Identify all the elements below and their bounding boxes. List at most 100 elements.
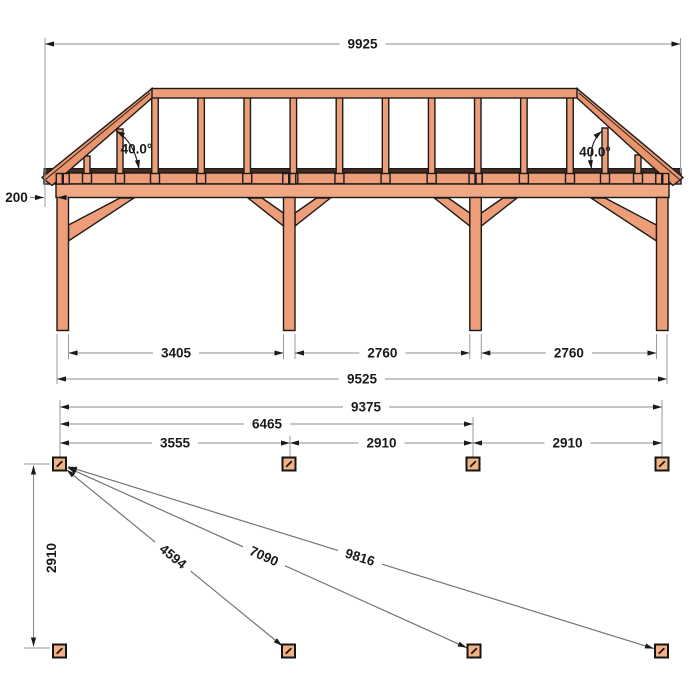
label-bg	[335, 543, 385, 572]
label-bg	[359, 345, 406, 361]
stud-connector-block	[518, 172, 530, 185]
knee-brace	[588, 197, 658, 243]
stud	[197, 96, 206, 175]
stud-connector-block	[380, 172, 391, 185]
post-marker-anchor-icon	[658, 460, 666, 468]
top-chord	[150, 87, 579, 99]
right-rafter-fascia-line	[578, 92, 680, 180]
wall-plate	[43, 172, 682, 185]
stud-connector-block	[114, 172, 126, 185]
knee-brace	[67, 197, 137, 243]
stud-connector-block	[242, 172, 253, 185]
label-bg	[239, 539, 289, 573]
label-bg	[544, 435, 591, 451]
front-elevation-structure	[40, 86, 685, 332]
diag-long-label-group: 9816	[335, 543, 385, 572]
knee-brace	[432, 197, 471, 228]
post-tenon	[62, 172, 70, 185]
label-bg	[343, 399, 389, 415]
post-tenon	[282, 172, 290, 185]
stud	[566, 96, 574, 175]
post-tenon	[55, 172, 63, 185]
post-tenon	[655, 172, 663, 185]
stud	[381, 96, 390, 175]
diag-short-label-group: 4594	[150, 536, 196, 577]
post-marker-anchor-icon	[470, 647, 478, 655]
foundation-plan: 9375 6465 3555 2910 2910 2910 4594	[24, 399, 670, 659]
diag-middle-label: 7090	[247, 543, 281, 569]
stud-connector-block	[564, 172, 576, 185]
knee-brace	[480, 197, 520, 228]
post-marker-anchor-icon	[658, 647, 665, 655]
knee-braces	[67, 197, 658, 243]
roof-angle-left-label: 40.0°	[121, 142, 153, 157]
post	[56, 196, 70, 332]
stud-connector-block	[81, 172, 93, 185]
stud-connector-block	[195, 172, 207, 185]
dim-col-right-label: 2910	[552, 436, 582, 451]
stud	[243, 96, 252, 175]
plate-connector-blocks	[81, 172, 644, 185]
dim-depth-label-group: 2910	[44, 543, 59, 573]
left-rafter-fascia-line	[45, 92, 151, 180]
short-stud	[83, 155, 91, 175]
angle-arc-left	[115, 130, 140, 170]
posts	[56, 196, 669, 332]
stud	[151, 96, 159, 175]
label-bg	[545, 345, 592, 361]
dim-roof-width-label: 9925	[347, 37, 378, 52]
dim-plan-partial-label: 6465	[252, 417, 283, 432]
stud	[289, 96, 298, 175]
diag-middle-label-group: 7090	[239, 539, 289, 573]
label-bg	[152, 435, 198, 451]
post	[469, 196, 482, 332]
label-bg	[150, 536, 196, 577]
post-tenon	[468, 172, 476, 185]
post-tenon	[475, 172, 483, 185]
stud-connector-block	[149, 172, 161, 185]
post-tenon	[289, 172, 297, 185]
label-bg	[339, 36, 386, 52]
roof-angle-right-label: 40.0°	[579, 145, 611, 160]
stud	[519, 96, 528, 175]
dim-plan-total-label: 9375	[351, 400, 382, 415]
main-beam	[55, 183, 670, 199]
stud	[473, 96, 482, 175]
post-tenon-blocks	[55, 172, 670, 185]
foundation-post-markers	[52, 456, 670, 659]
post	[282, 196, 296, 332]
dim-col-left-label: 3555	[160, 436, 191, 451]
stud	[335, 96, 344, 175]
post-marker-anchor-icon	[56, 647, 63, 655]
truss-studs	[83, 96, 642, 175]
angle-arc-right	[587, 130, 603, 170]
stud	[427, 96, 436, 175]
dim-bay-left-label: 3405	[161, 346, 192, 361]
stud-connector-block	[426, 172, 437, 185]
diag-long-label: 9816	[343, 546, 377, 569]
post-tenon	[662, 172, 670, 185]
post	[655, 196, 669, 332]
dim-total-width-label: 9525	[347, 372, 378, 387]
post-marker-anchor-icon	[285, 647, 292, 655]
knee-brace	[294, 197, 333, 228]
short-stud	[634, 154, 642, 175]
post-marker-anchor-icon	[469, 460, 477, 468]
knee-brace	[245, 197, 285, 228]
dim-depth-label: 2910	[44, 543, 59, 573]
dim-bay-right-label: 2760	[554, 346, 584, 361]
stud-connector-block	[599, 172, 611, 185]
stud-connector-block	[632, 172, 644, 185]
label-bg	[358, 435, 405, 451]
stud-connector-block	[334, 172, 345, 185]
label-bg	[153, 345, 199, 361]
label-bg	[339, 371, 385, 387]
dim-col-middle-label: 2910	[366, 436, 396, 451]
dim-overhang-label: 200	[5, 190, 28, 205]
dim-bay-middle-label: 2760	[367, 346, 397, 361]
post-marker-anchor-icon	[285, 460, 293, 468]
elevation-dimensions: 9925 200 40.0° 40.0° 3405 2760 2760 9525	[5, 36, 681, 387]
label-bg	[244, 416, 290, 432]
